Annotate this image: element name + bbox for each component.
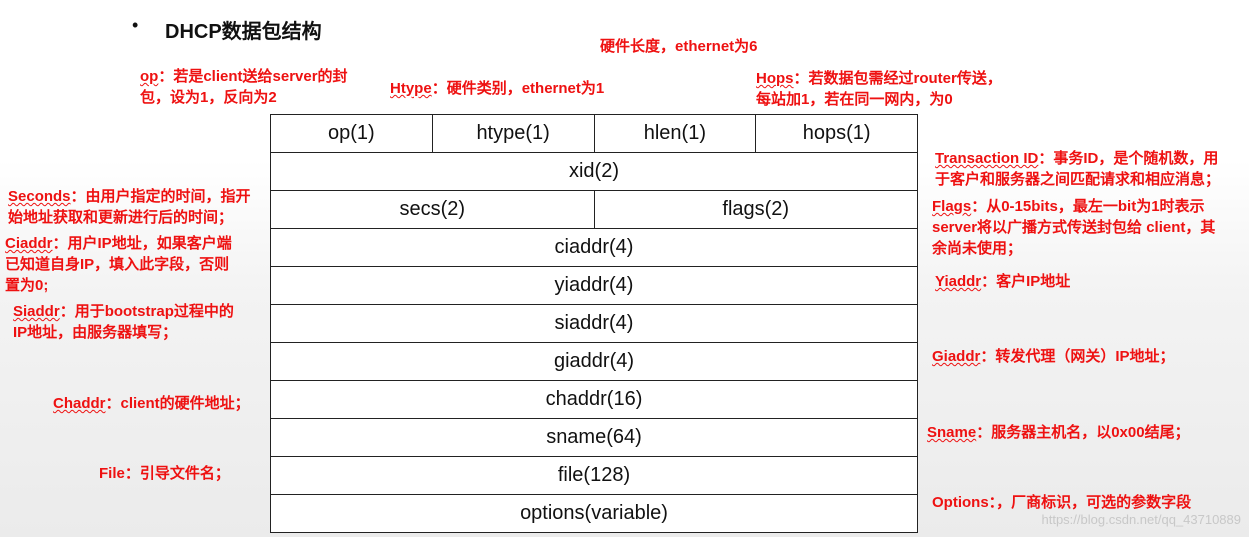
field-hops: hops(1)	[755, 114, 918, 153]
field-giaddr: giaddr(4)	[270, 342, 918, 381]
htype-annotation: Htype：硬件类别，ethernet为1	[390, 80, 605, 97]
field-xid: xid(2)	[270, 152, 918, 191]
table-row: op(1) htype(1) hlen(1) hops(1)	[270, 114, 918, 153]
field-chaddr: chaddr(16)	[270, 380, 918, 419]
chaddr-annotation: Chaddr：client的硬件地址；	[53, 395, 250, 412]
table-row: file(128)	[270, 456, 918, 495]
title-bullet: •	[132, 15, 139, 35]
options-annotation: Options：，厂商标识，可选的参数字段	[932, 494, 1192, 511]
table-row: yiaddr(4)	[270, 266, 918, 305]
page-title: DHCP数据包结构	[165, 21, 322, 43]
field-yiaddr: yiaddr(4)	[270, 266, 918, 305]
ciaddr-annotation: Ciaddr：用户IP地址，如果客户端 已知道自身IP，填入此字段，否则 置为0…	[5, 235, 232, 294]
field-hlen: hlen(1)	[593, 114, 757, 153]
field-sname: sname(64)	[270, 418, 918, 457]
field-ciaddr: ciaddr(4)	[270, 228, 918, 267]
table-row: options(variable)	[270, 494, 918, 533]
xid-annotation: Transaction ID：事务ID，是个随机数，用 于客户和服务器之间匹配请…	[935, 150, 1221, 188]
file-annotation: File：引导文件名；	[99, 465, 230, 482]
field-siaddr: siaddr(4)	[270, 304, 918, 343]
field-flags: flags(2)	[593, 190, 918, 229]
giaddr-annotation: Giaddr：转发代理（网关）IP地址；	[932, 348, 1175, 365]
field-file: file(128)	[270, 456, 918, 495]
table-row: siaddr(4)	[270, 304, 918, 343]
table-row: chaddr(16)	[270, 380, 918, 419]
table-row: secs(2) flags(2)	[270, 190, 918, 229]
field-options: options(variable)	[270, 494, 918, 533]
table-row: ciaddr(4)	[270, 228, 918, 267]
watermark: https://blog.csdn.net/qq_43710889	[1041, 512, 1242, 527]
siaddr-annotation: Siaddr：用于bootstrap过程中的 IP地址，由服务器填写；	[13, 303, 234, 341]
flags-annotation: Flags：从0-15bits，最左一bit为1时表示 server将以广播方式…	[932, 198, 1216, 257]
table-row: sname(64)	[270, 418, 918, 457]
table-row: giaddr(4)	[270, 342, 918, 381]
field-op: op(1)	[270, 114, 433, 153]
field-secs: secs(2)	[270, 190, 595, 229]
hlen-annotation: 硬件长度，ethernet为6	[600, 38, 758, 55]
yiaddr-annotation: Yiaddr：客户IP地址	[935, 273, 1071, 290]
secs-annotation: Seconds：由用户指定的时间，指开 始地址获取和更新进行后的时间；	[8, 188, 251, 226]
hops-annotation: Hops：若数据包需经过router传送， 每站加1，若在同一网内，为0	[756, 70, 1002, 108]
op-annotation: op：若是client送给server的封 包，设为1，反向为2	[140, 68, 348, 106]
sname-annotation: Sname：服务器主机名，以0x00结尾；	[927, 424, 1190, 441]
table-row: xid(2)	[270, 152, 918, 191]
dhcp-packet-table: op(1) htype(1) hlen(1) hops(1) xid(2) se…	[270, 114, 918, 533]
field-htype: htype(1)	[431, 114, 595, 153]
